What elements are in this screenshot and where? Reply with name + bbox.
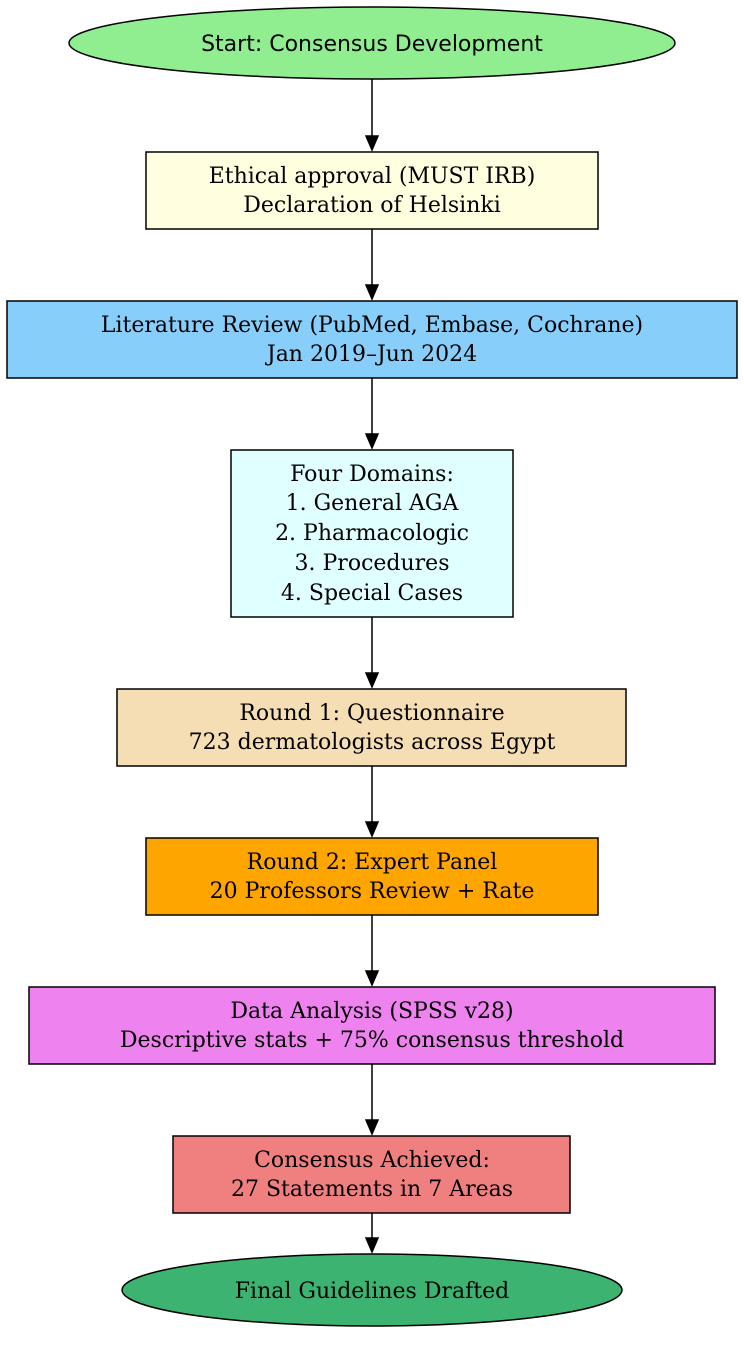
round1-node-line-1: Round 1: Questionnaire [239,701,504,726]
edge-domains-to-round1 [364,617,380,689]
literature-node-shape [6,300,738,379]
domains-node-line-4: 3. Procedures [295,551,450,576]
consensus-node: Consensus Achieved: 27 Statements in 7 A… [172,1135,571,1214]
edge-start-to-ethics [364,79,380,152]
domains-node-line-5: 4. Special Cases [281,581,463,606]
edge-analysis-to-consensus [364,1064,380,1136]
analysis-node-shape [28,986,716,1065]
final-node: Final Guidelines Drafted [121,1253,623,1327]
edge-ethics-to-literature [364,229,380,301]
round2-node-line-2: 20 Professors Review + Rate [210,879,535,904]
edge-round1-to-round2 [364,766,380,838]
ethics-node-shape [145,151,599,230]
start-node-label: Start: Consensus Development [201,32,543,57]
literature-node-line-1: Literature Review (PubMed, Embase, Cochr… [101,313,643,338]
round1-node-shape [116,688,627,767]
domains-node-line-3: 2. Pharmacologic [275,521,469,546]
round2-node-line-1: Round 2: Expert Panel [247,850,498,875]
ethics-node-line-2: Declaration of Helsinki [243,193,501,218]
edge-consensus-to-final [364,1213,380,1254]
start-node-shape [68,6,676,80]
domains-node-line-2: 1. General AGA [286,491,460,516]
analysis-node-line-1: Data Analysis (SPSS v28) [230,999,513,1024]
analysis-node-line-2: Descriptive stats + 75% consensus thresh… [120,1028,624,1053]
ethics-node: Ethical approval (MUST IRB) Declaration … [145,151,599,230]
final-node-shape [121,1253,623,1327]
round2-node: Round 2: Expert Panel 20 Professors Revi… [145,837,599,916]
start-node: Start: Consensus Development [68,6,676,80]
round1-node-line-2: 723 dermatologists across Egypt [189,730,556,755]
literature-node-line-2: Jan 2019–Jun 2024 [265,342,477,367]
edge-round2-to-analysis [364,915,380,987]
analysis-node: Data Analysis (SPSS v28) Descriptive sta… [28,986,716,1065]
domains-node-shape [230,449,514,618]
final-node-label: Final Guidelines Drafted [235,1279,509,1304]
consensus-node-line-1: Consensus Achieved: [254,1148,490,1173]
consensus-node-line-2: 27 Statements in 7 Areas [231,1177,513,1202]
ethics-node-line-1: Ethical approval (MUST IRB) [209,164,536,189]
round1-node: Round 1: Questionnaire 723 dermatologist… [116,688,627,767]
consensus-node-shape [172,1135,571,1214]
domains-node-line-1: Four Domains: [290,462,454,487]
edge-literature-to-domains [364,378,380,450]
domains-node: Four Domains: 1. General AGA 2. Pharmaco… [230,449,514,618]
literature-node: Literature Review (PubMed, Embase, Cochr… [6,300,738,379]
round2-node-shape [145,837,599,916]
